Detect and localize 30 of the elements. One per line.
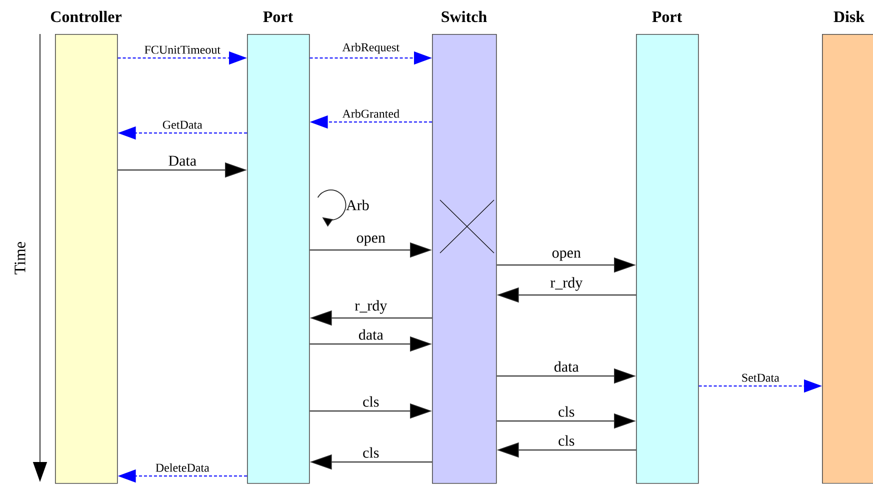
lifeline-bar: Port xyxy=(636,12,699,484)
edge-label: ArbGranted xyxy=(342,109,400,118)
node-label: Switch xyxy=(442,10,487,22)
lifeline-bar: Controller xyxy=(50,10,122,484)
self-loop-arrow xyxy=(317,190,346,227)
node-label: Port xyxy=(652,12,682,22)
edge-label: Data xyxy=(168,156,196,166)
edge-label: Arb xyxy=(346,200,369,210)
node-label: Disk xyxy=(834,10,865,22)
edge-label: FCUnitTimeout xyxy=(144,46,220,54)
edge-label: ArbRequest xyxy=(342,42,400,54)
lifeline-bar: Disk xyxy=(822,10,873,484)
edge-label: data xyxy=(554,361,579,372)
edge-label: cls xyxy=(558,435,574,446)
lifeline-bar: Port xyxy=(247,12,310,484)
edge-label: open xyxy=(552,250,581,261)
edge-label: cls xyxy=(363,447,379,458)
edge-label: open xyxy=(356,236,386,246)
edge-label: SetData xyxy=(742,374,780,382)
edge-label: r_rdy xyxy=(354,300,388,314)
edge-label: DeleteData xyxy=(156,463,210,472)
node-label: Port xyxy=(263,12,294,22)
edge-label: GetData xyxy=(162,120,202,129)
edge-label: data xyxy=(358,329,384,340)
edge-label: cls xyxy=(558,406,574,417)
lifeline-bar: Switch xyxy=(432,10,497,484)
node-label: Controller xyxy=(50,10,122,22)
axis-label: Time xyxy=(14,242,26,274)
edge-label: cls xyxy=(363,396,379,407)
edge-label: r_rdy xyxy=(550,277,583,291)
